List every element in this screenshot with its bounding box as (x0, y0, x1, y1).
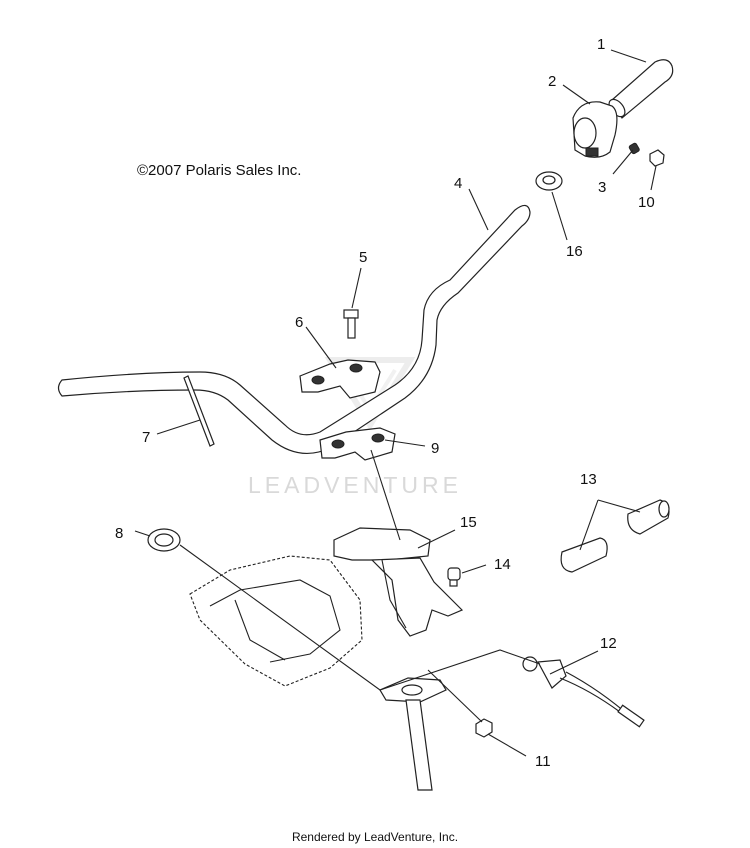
bolt-part[interactable] (343, 309, 359, 339)
callout-1: 1 (597, 36, 605, 53)
callout-6: 6 (295, 314, 303, 331)
callout-9: 9 (431, 440, 439, 457)
callout-8: 8 (115, 525, 123, 542)
callouts: 1 2 3 4 5 6 7 8 9 10 11 12 13 14 15 16 (115, 36, 655, 770)
pod-housing (189, 555, 363, 687)
nut-10-part[interactable] (649, 149, 665, 167)
callout-7: 7 (142, 429, 150, 446)
watermark-text: LEADVENTURE (248, 472, 462, 498)
callout-14: 14 (494, 556, 511, 573)
callout-2: 2 (548, 73, 556, 90)
grip-heater-part[interactable] (560, 499, 670, 573)
callout-12: 12 (600, 635, 617, 652)
washer-16-part[interactable] (535, 171, 563, 191)
leader-lines (134, 49, 657, 757)
callout-16: 16 (566, 243, 583, 260)
copyright-text: ©2007 Polaris Sales Inc. (137, 162, 302, 179)
handlebar-part[interactable] (57, 204, 531, 454)
throttle-housing-part[interactable] (572, 101, 618, 158)
bracket-part[interactable] (333, 527, 464, 637)
callout-10: 10 (638, 194, 655, 211)
steering-post (379, 677, 447, 791)
cable-tie-part[interactable] (183, 375, 215, 447)
lower-clamp-part[interactable] (319, 427, 396, 461)
speedometer-cable-part[interactable] (522, 656, 645, 728)
grommet-part[interactable] (147, 528, 181, 552)
screw-14-part[interactable] (447, 567, 461, 587)
footer-text: Rendered by LeadVenture, Inc. (291, 830, 459, 844)
callout-15: 15 (460, 514, 477, 531)
upper-clamp-part[interactable] (299, 359, 381, 399)
nut-11-part[interactable] (475, 718, 493, 738)
callout-4: 4 (454, 175, 462, 192)
callout-13: 13 (580, 471, 597, 488)
callout-3: 3 (598, 179, 606, 196)
callout-5: 5 (359, 249, 367, 266)
callout-11: 11 (535, 753, 551, 770)
